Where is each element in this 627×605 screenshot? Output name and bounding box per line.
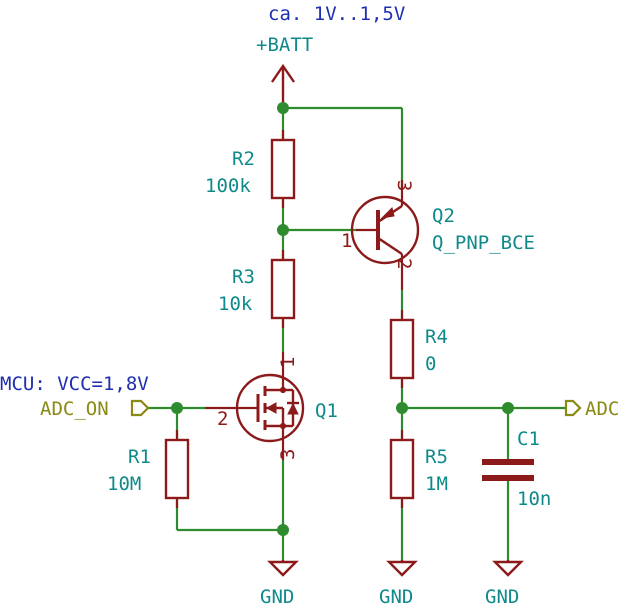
r4-ref: R4 xyxy=(425,326,448,348)
q2-ref: Q2 xyxy=(432,205,455,227)
resistor-r5[interactable] xyxy=(389,430,415,508)
r5-ref: R5 xyxy=(425,446,448,468)
q2-pin2: 2 xyxy=(393,258,415,269)
gnd-label-3: GND xyxy=(485,586,519,605)
c1-ref: C1 xyxy=(517,428,540,450)
capacitor-c1[interactable] xyxy=(482,459,534,481)
battery-range-note: ca. 1V..1,5V xyxy=(268,3,405,25)
q1-ref: Q1 xyxy=(315,400,338,422)
gnd-label-1: GND xyxy=(260,586,294,605)
mcu-vcc-note: MCU: VCC=1,8V xyxy=(0,373,149,395)
resistor-r1[interactable] xyxy=(164,430,190,508)
resistor-r4[interactable] xyxy=(389,310,415,388)
r2-ref: R2 xyxy=(232,148,255,170)
r1-ref: R1 xyxy=(128,446,151,468)
q1-pin1: 1 xyxy=(277,357,299,368)
adc-port[interactable] xyxy=(564,399,582,417)
r5-value: 1M xyxy=(425,473,448,495)
q2-value: Q_PNP_BCE xyxy=(432,232,535,254)
junctions xyxy=(171,102,514,536)
r3-value: 10k xyxy=(218,293,253,315)
q1-pin2: 2 xyxy=(217,408,228,430)
adc-on-port[interactable] xyxy=(130,399,150,417)
gnd-symbol-3 xyxy=(492,560,524,577)
r1-value: 10M xyxy=(107,473,141,495)
batt-power-symbol xyxy=(271,63,295,108)
r3-ref: R3 xyxy=(232,266,255,288)
transistor-q2[interactable] xyxy=(350,180,420,290)
q1-pin3: 3 xyxy=(277,449,299,460)
r2-value: 100k xyxy=(205,175,251,197)
c1-value: 10n xyxy=(517,488,551,510)
resistor-r2[interactable] xyxy=(270,130,296,208)
gnd-symbol-2 xyxy=(386,560,418,577)
gnd-symbol-1 xyxy=(267,560,299,577)
adc-label: ADC xyxy=(585,398,619,420)
transistor-q1[interactable] xyxy=(205,352,305,460)
batt-label: +BATT xyxy=(256,34,313,56)
gnd-label-2: GND xyxy=(379,586,413,605)
resistor-r3[interactable] xyxy=(270,250,296,328)
q2-pin3: 3 xyxy=(393,180,415,191)
adc-on-label: ADC_ON xyxy=(40,398,109,420)
r4-value: 0 xyxy=(425,353,436,375)
q2-pin1: 1 xyxy=(341,230,352,252)
